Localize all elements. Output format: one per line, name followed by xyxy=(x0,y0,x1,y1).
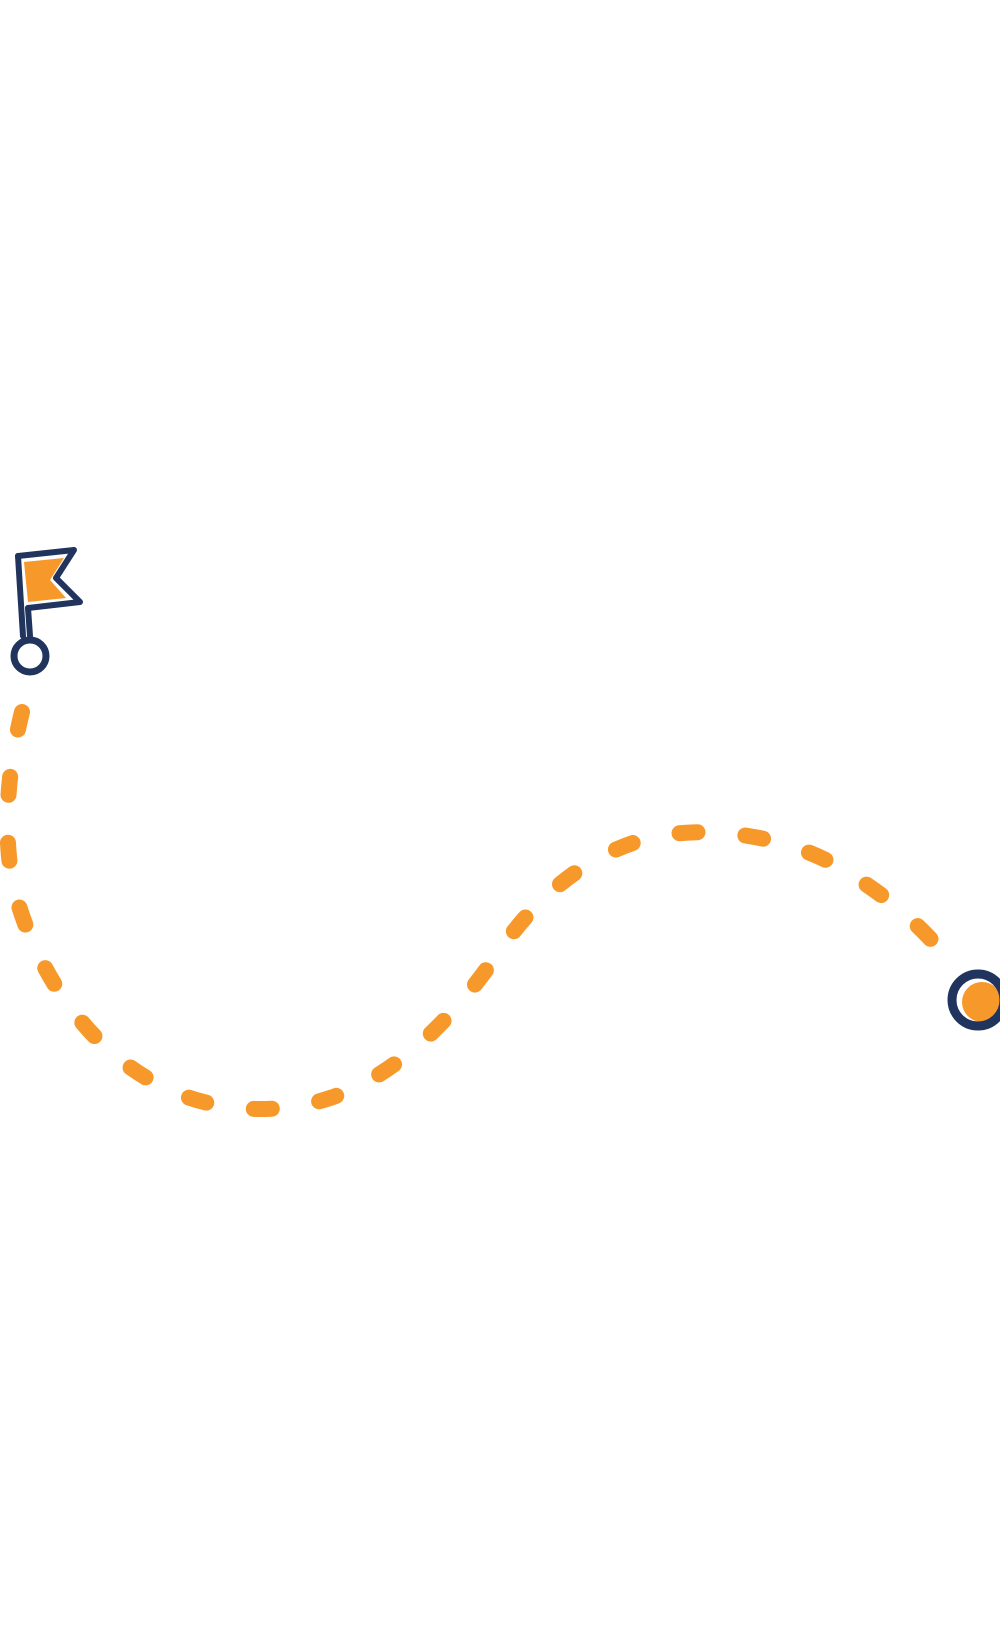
flag-fill xyxy=(24,558,66,602)
flag-outline xyxy=(15,547,83,611)
flag-pole xyxy=(15,553,26,639)
destination-fill xyxy=(962,982,1000,1022)
destination-ring xyxy=(947,969,1000,1031)
flag-icon xyxy=(10,547,83,676)
dashed-route-path xyxy=(0,704,953,1117)
destination-circle-icon xyxy=(947,969,1000,1031)
flag-base-ring xyxy=(10,636,50,676)
flag-pole-joint xyxy=(25,605,33,639)
